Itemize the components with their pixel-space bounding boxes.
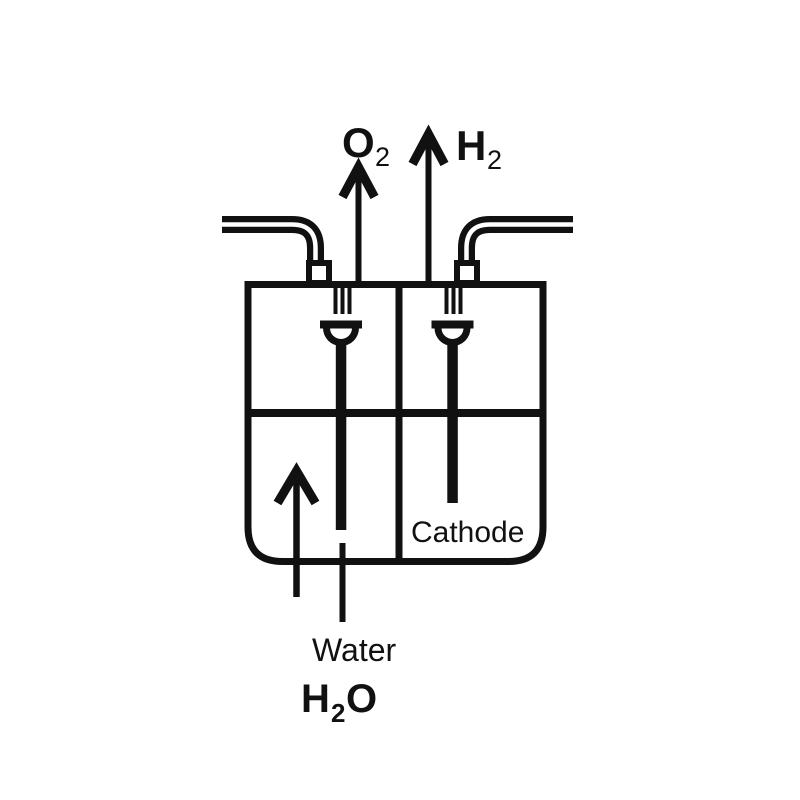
cathode-lead-tube xyxy=(458,216,573,262)
water-formula-label: H 2 O xyxy=(301,677,377,728)
vessel-outline xyxy=(244,281,547,565)
anode-terminal xyxy=(306,260,332,286)
water-formula-part2-text: O xyxy=(346,677,377,721)
water-formula-subscript-text: 2 xyxy=(331,698,345,728)
cathode-label: Cathode xyxy=(411,516,524,549)
oxygen-subscript-text: 2 xyxy=(375,142,390,172)
cathode-contact-pins xyxy=(444,288,463,314)
anode-lead-tube xyxy=(222,216,324,262)
water-label: Water xyxy=(312,632,397,668)
anode-contact-pins xyxy=(333,288,352,314)
hydrogen-label: H 2 xyxy=(456,122,502,175)
hydrogen-symbol-text: H xyxy=(456,122,486,169)
anode-electrode xyxy=(320,320,362,530)
oxygen-label: O 2 xyxy=(342,119,390,172)
oxygen-up-arrow-icon xyxy=(338,157,379,283)
water-inlet-arrow-icon xyxy=(273,462,320,597)
hydrogen-subscript-text: 2 xyxy=(487,145,502,175)
oxygen-symbol-text: O xyxy=(342,119,375,166)
cathode-electrode xyxy=(431,320,474,503)
water-formula-part1-text: H xyxy=(301,677,330,721)
cathode-terminal xyxy=(454,260,480,286)
hydrogen-up-arrow-icon xyxy=(408,124,449,283)
